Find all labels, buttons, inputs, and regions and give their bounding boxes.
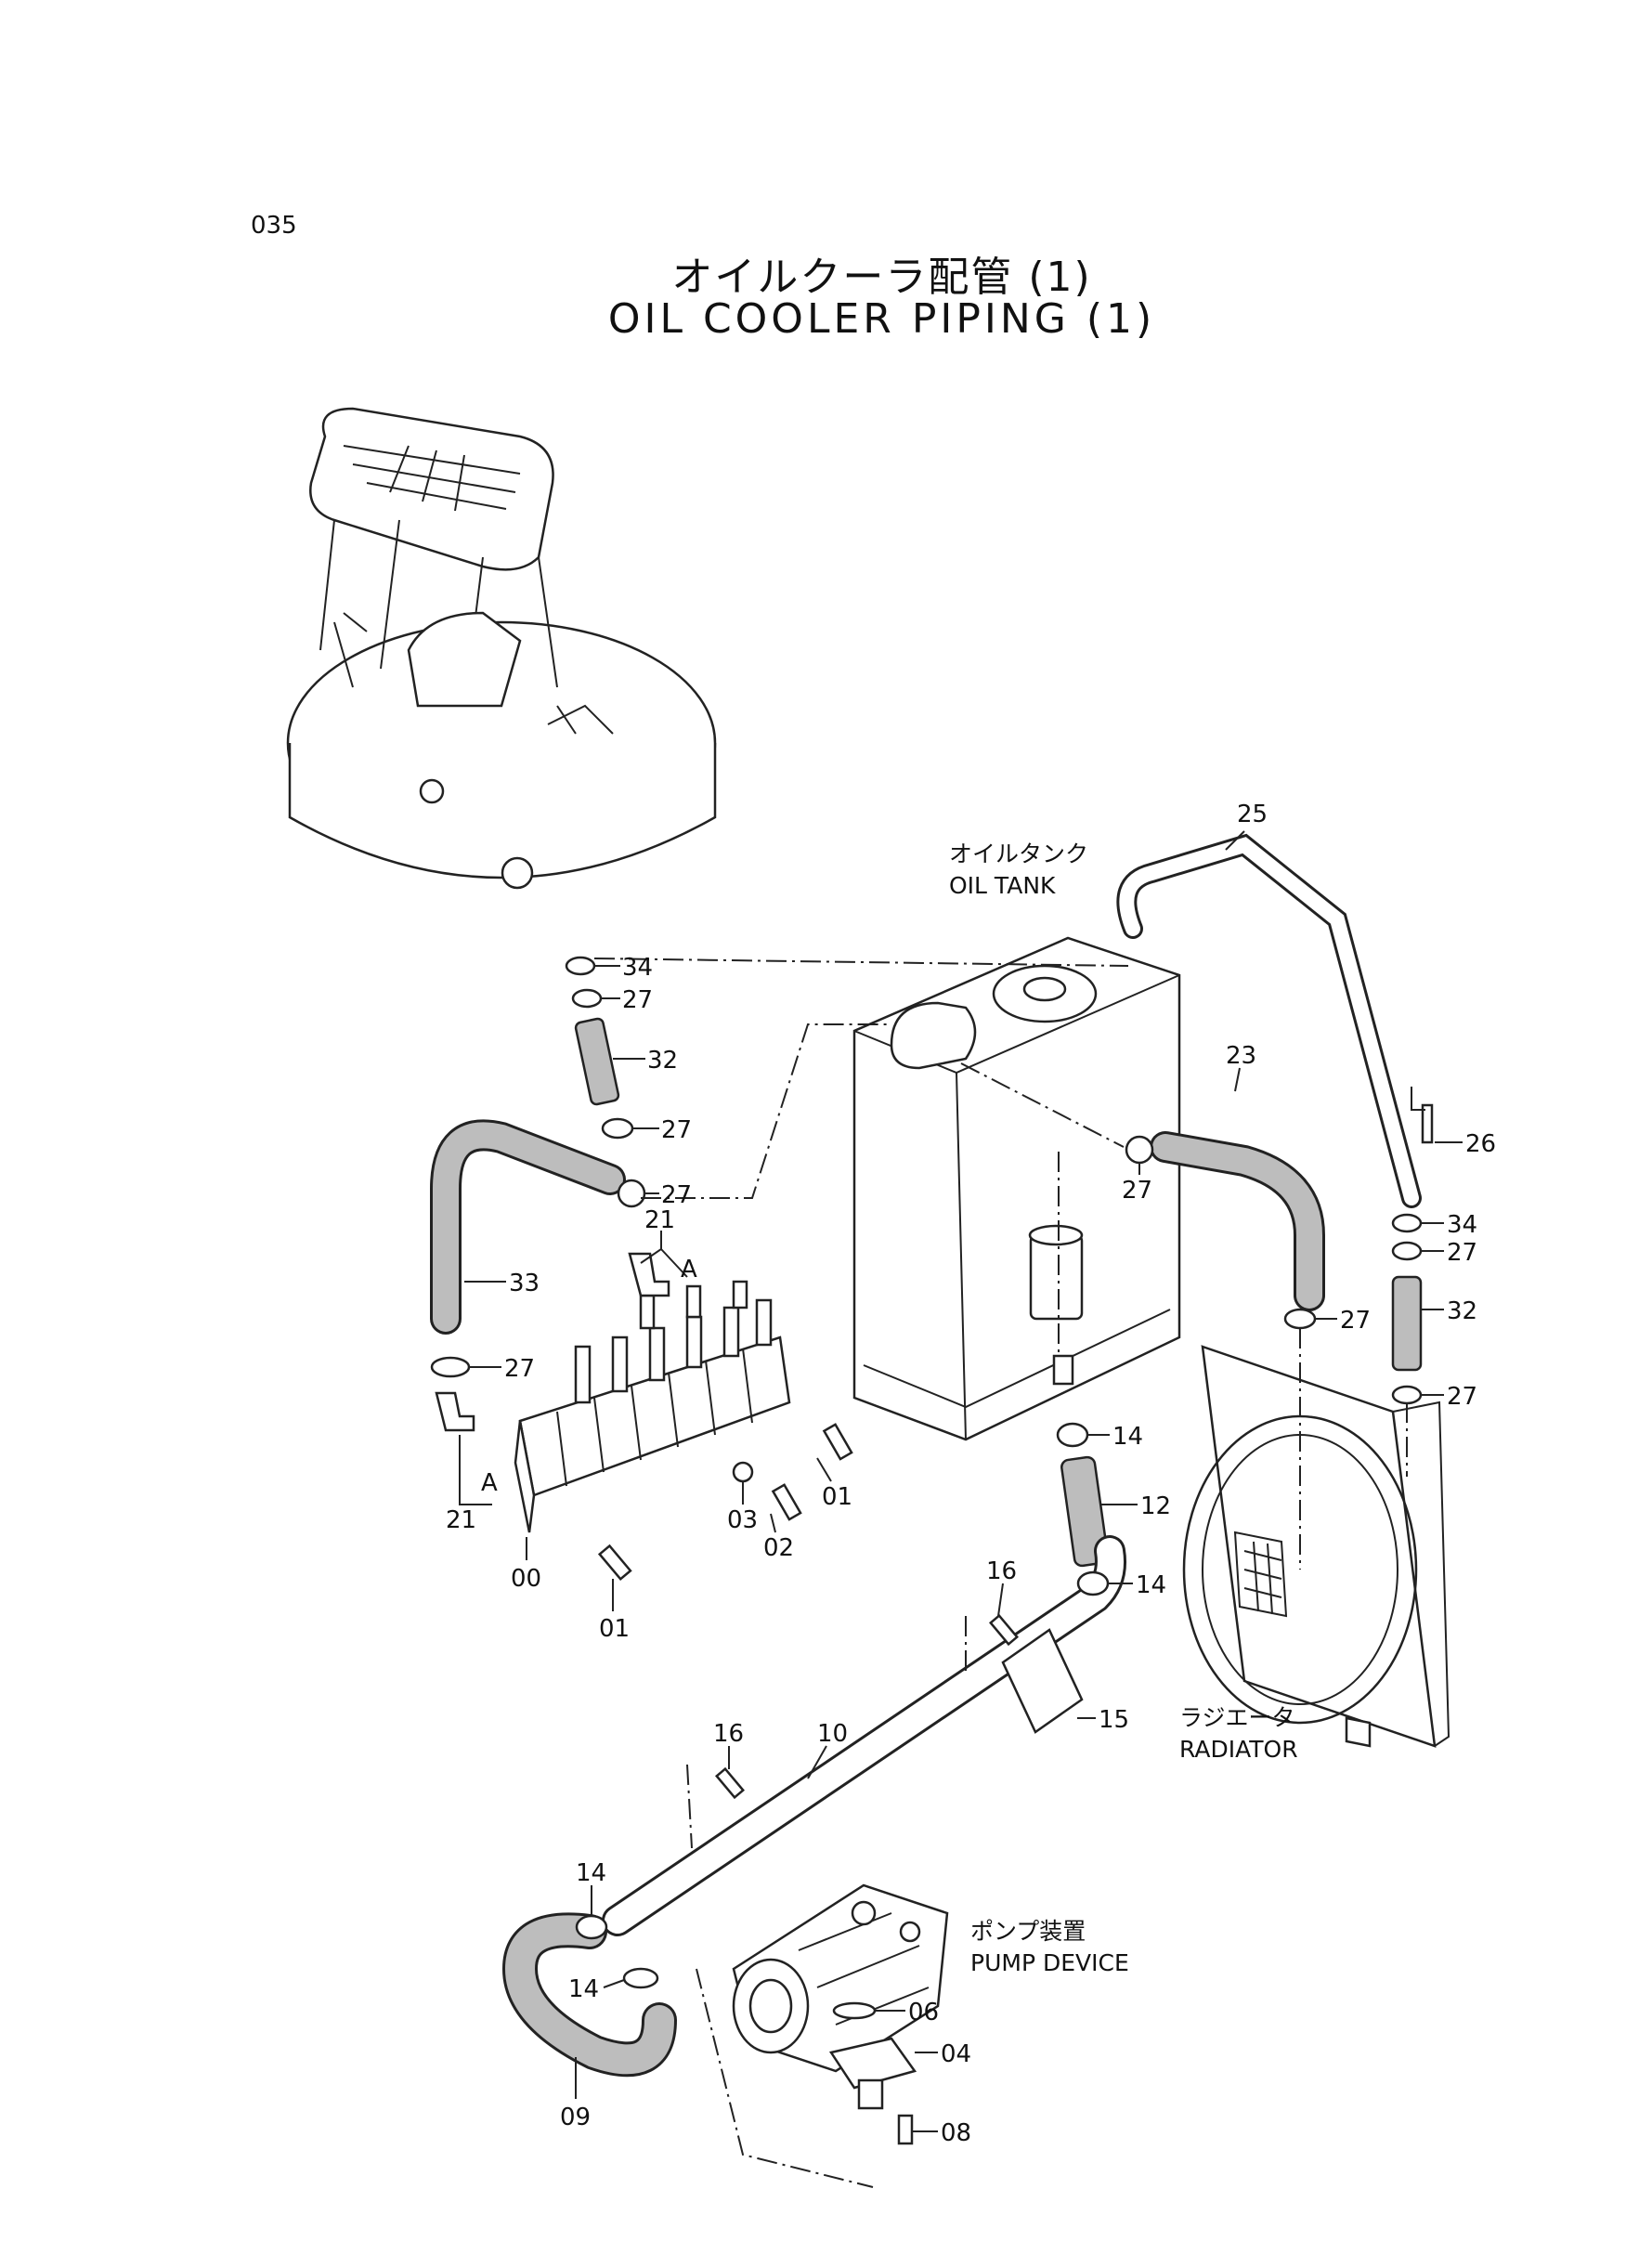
callout-12: 12 [1140, 1492, 1171, 1520]
page-number: 035 [251, 212, 297, 240]
callout-16: 16 [986, 1557, 1017, 1585]
radiator-label-jp: ラジエータ [1179, 1704, 1295, 1731]
callout-09: 09 [560, 2104, 591, 2131]
pump-label-jp: ポンプ装置 [970, 1918, 1086, 1945]
connection-lines [593, 958, 1425, 2188]
callout-15: 15 [1099, 1706, 1129, 1734]
callout-14: 14 [568, 1975, 599, 2003]
pump-device-drawing [732, 1883, 949, 2073]
callout-14: 14 [1136, 1571, 1166, 1599]
callout-16: 16 [713, 1720, 744, 1748]
callout-34: 34 [622, 954, 653, 982]
callout-02: 02 [763, 1534, 794, 1562]
title-english: OIL COOLER PIPING (1) [607, 295, 1156, 343]
callout-27: 27 [1122, 1177, 1152, 1205]
radiator-drawing [1182, 1345, 1450, 1748]
callout-00: 00 [511, 1565, 541, 1593]
callouts: 25 34 27 32 27 27 21 A 33 27 A 21 00 01 … [446, 801, 1496, 2147]
callout-21: 21 [644, 1206, 675, 1234]
callout-03: 03 [727, 1506, 758, 1534]
callout-mark-a: A [681, 1256, 697, 1283]
control-valve-drawing [514, 1280, 791, 1533]
callout-25: 25 [1237, 801, 1268, 828]
callout-27: 27 [661, 1181, 692, 1209]
oil-tank-label-en: OIL TANK [949, 872, 1056, 899]
callout-04: 04 [941, 2040, 971, 2068]
callout-27: 27 [1447, 1383, 1477, 1411]
oil-tank-label-jp: オイルタンク [949, 840, 1088, 867]
callout-27: 27 [1340, 1307, 1371, 1335]
callout-32: 32 [647, 1047, 678, 1075]
callout-27: 27 [622, 986, 653, 1014]
pump-label-en: PUMP DEVICE [970, 1949, 1129, 1976]
callout-27: 27 [661, 1116, 692, 1144]
callout-10: 10 [817, 1720, 848, 1748]
clamps-and-fittings [430, 956, 1434, 2145]
callout-33: 33 [509, 1270, 540, 1297]
title-japanese: オイルクーラ配管 (1) [671, 254, 1092, 301]
callout-06: 06 [908, 1999, 939, 2026]
callout-14: 14 [576, 1859, 606, 1887]
callout-26: 26 [1465, 1130, 1496, 1158]
machine-overview-drawing [286, 407, 717, 890]
callout-27: 27 [1447, 1239, 1477, 1267]
callout-14: 14 [1112, 1423, 1143, 1451]
callout-21: 21 [446, 1506, 476, 1534]
callout-27: 27 [504, 1355, 535, 1383]
radiator-label-en: RADIATOR [1179, 1736, 1298, 1763]
callout-23: 23 [1226, 1042, 1256, 1070]
callout-01: 01 [599, 1615, 630, 1643]
leader-lines [459, 830, 1463, 2132]
callout-08: 08 [941, 2119, 971, 2147]
oil-tank-drawing [852, 936, 1181, 1441]
callout-01: 01 [822, 1483, 852, 1511]
callout-mark-a: A [481, 1469, 498, 1497]
callout-34: 34 [1447, 1211, 1477, 1239]
callout-32: 32 [1447, 1297, 1477, 1325]
